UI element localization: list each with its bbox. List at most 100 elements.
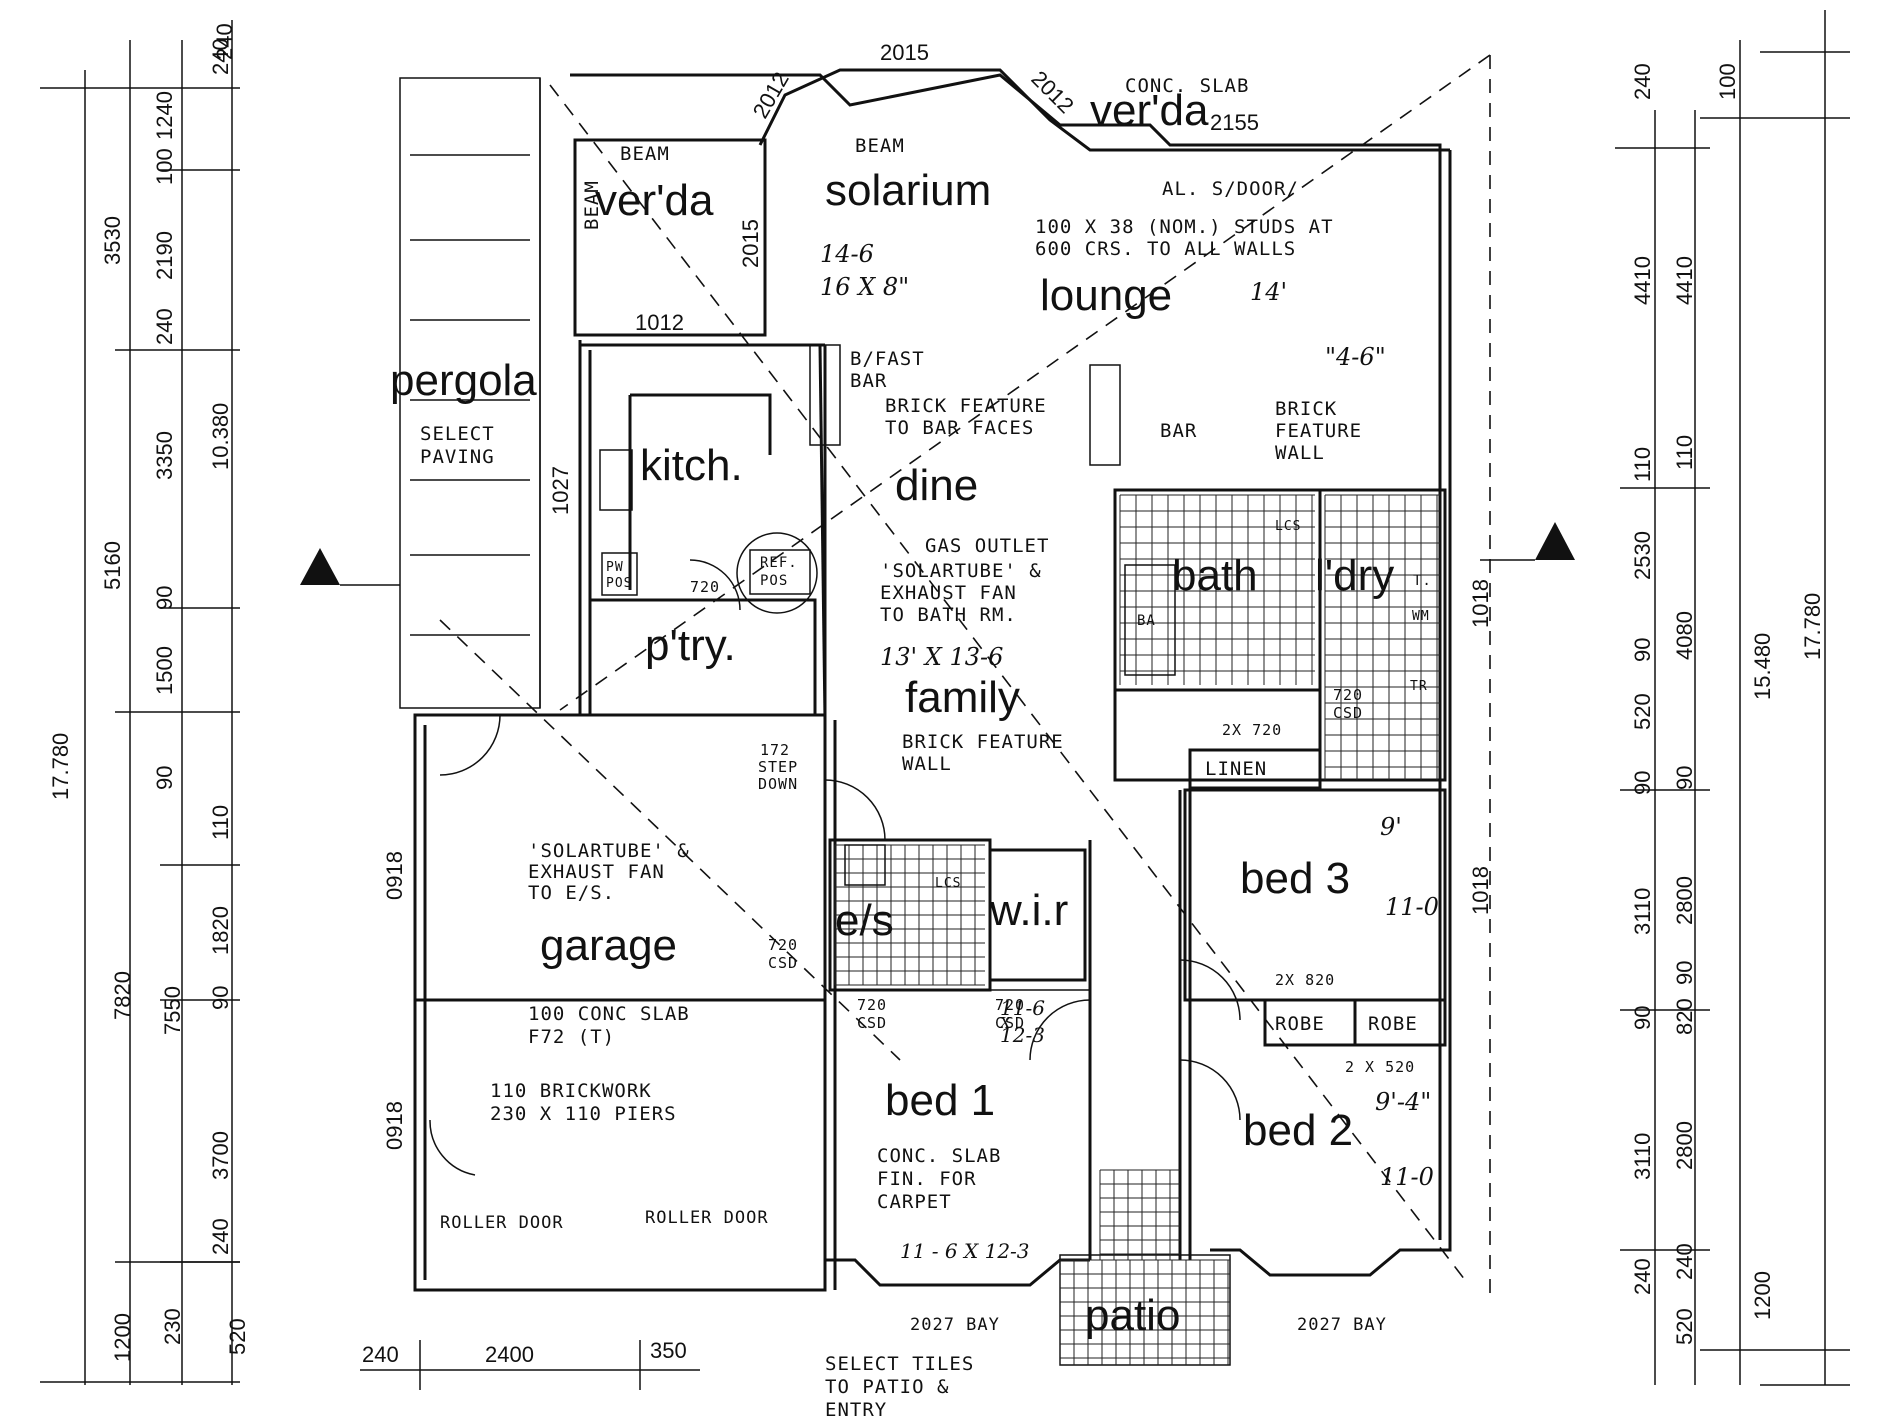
note-d2x520: 2 X 520	[1345, 1058, 1415, 1076]
note-wm: WM	[1412, 609, 1430, 624]
hand-lounge-b: 16 X 8"	[820, 273, 909, 301]
dim-right-a-3110: 3110	[1630, 888, 1655, 935]
dim-left-b-3350: 3350	[152, 431, 177, 480]
note-select-tiles-1: SELECT TILES	[825, 1353, 974, 1375]
room-label-verandah-left: ver'da	[595, 176, 714, 225]
hand-bed1-a: 11-6	[1000, 996, 1045, 1020]
dim-left-outer-17780: 17.780	[48, 733, 73, 800]
note-brick-feature-2: TO BAR FACES	[885, 417, 1034, 439]
dim-1027: 1027	[548, 466, 573, 515]
dim-right-a-2530: 2530	[1630, 531, 1655, 580]
room-label-garage: garage	[540, 921, 677, 970]
dim-left-a-3530: 3530	[100, 216, 125, 265]
note-bay-left: 2027 BAY	[910, 1315, 1000, 1335]
section-markers	[300, 522, 1575, 586]
note-ba: BA	[1137, 613, 1156, 629]
tile-grids	[834, 494, 1440, 1365]
room-label-bath: bath	[1172, 551, 1258, 600]
dim-top-2155: 2155	[1210, 110, 1259, 135]
handwritten-notes: 14-6 16 X 8" 14' "4-6" 13' X 13-6 11-6 X…	[820, 240, 1439, 1263]
note-beam-3: BEAM	[581, 180, 603, 230]
note-select-paving-1: SELECT	[420, 423, 495, 445]
dim-right-a-3110b: 3110	[1630, 1133, 1655, 1180]
note-roller-door-2: ROLLER DOOR	[645, 1208, 769, 1228]
room-label-dine: dine	[895, 461, 978, 510]
note-conc-slab-bed-2: FIN. FOR	[877, 1168, 977, 1190]
note-step-down-1: 172	[760, 741, 790, 759]
dim-left-b-2190: 2190	[152, 231, 177, 280]
hand-bed3-a: 9'	[1380, 813, 1402, 841]
note-d2x720: 2X 720	[1222, 721, 1282, 739]
room-label-laundry: l'dry	[1315, 551, 1394, 600]
dim-right-c-15480: 15.480	[1750, 633, 1775, 700]
note-bay-right: 2027 BAY	[1297, 1315, 1387, 1335]
dim-left-a-1200: 1200	[110, 1313, 135, 1362]
note-conc-slab-bed-3: CARPET	[877, 1191, 952, 1213]
note-conc-slab-garage-2: F72 (T)	[528, 1026, 615, 1048]
pergola-structure	[399, 77, 541, 709]
dim-right-b-90: 90	[1672, 766, 1697, 790]
section-marker-right-icon	[1535, 522, 1575, 560]
dim-right-b-520: 520	[1672, 1308, 1697, 1345]
dim-left-b-100: 100	[152, 148, 177, 185]
hand-bed1-c: 12-3	[1000, 1023, 1045, 1047]
note-csd-4: 720	[1333, 686, 1363, 704]
hand-bed2-b: 11-0	[1380, 1163, 1434, 1191]
note-csd-3b: CSD	[995, 1014, 1025, 1032]
dim-bottom-2400: 2400	[485, 1342, 534, 1367]
note-brickwork-1: 110 BRICKWORK	[490, 1080, 652, 1102]
dim-right-a-520: 520	[1630, 693, 1655, 730]
note-brick-feature-wall-b2: WALL	[902, 753, 952, 775]
room-label-solarium: solarium	[825, 166, 991, 215]
dim-1018-a: 1018	[1468, 579, 1493, 628]
dim-left-c-10380: 10.380	[208, 403, 233, 470]
note-gas-outlet: GAS OUTLET	[925, 535, 1049, 557]
note-solartube-es-1: 'SOLARTUBE' &	[528, 840, 690, 862]
dim-left-b-90: 90	[152, 586, 177, 610]
hand-bed3-b: 11-0	[1385, 893, 1439, 921]
note-beam-2: BEAM	[855, 135, 905, 157]
dim-left-a-7820: 7820	[110, 971, 135, 1020]
dim-left-b-7550: 7550	[160, 986, 185, 1035]
dim-left-a-5160: 5160	[100, 541, 125, 590]
dim-left-c-110: 110	[208, 805, 233, 840]
note-conc-slab-bed-1: CONC. SLAB	[877, 1145, 1001, 1167]
note-ref-pos-1: REF.	[760, 555, 798, 571]
dim-left-c-1820: 1820	[208, 906, 233, 955]
room-label-robe-left: ROBE	[1275, 1013, 1325, 1035]
dim-right-b-110: 110	[1672, 435, 1697, 470]
right-dimension-lines	[1615, 10, 1850, 1386]
dim-left-b-1500: 1500	[152, 646, 177, 695]
room-label-bed3: bed 3	[1240, 854, 1350, 903]
note-solartube-es-3: TO E/S.	[528, 882, 615, 904]
note-lcs-es: LCS	[935, 876, 961, 891]
note-t: T.	[1413, 573, 1432, 589]
dim-right-c-1200: 1200	[1750, 1271, 1775, 1320]
note-select-tiles-2: TO PATIO &	[825, 1376, 949, 1398]
note-d2x820: 2X 820	[1275, 971, 1335, 989]
hand-lounge-c: 14'	[1250, 278, 1287, 306]
hand-bed1-b: X	[999, 1014, 1012, 1032]
note-brick-feature-wall-b1: BRICK FEATURE	[902, 731, 1064, 753]
note-lcs-bath: LCS	[1275, 519, 1301, 534]
note-conc-slab-top: CONC. SLAB	[1125, 75, 1249, 97]
note-brick-feature-wall-2: FEATURE	[1275, 420, 1362, 442]
dim-right-a-240b: 240	[1630, 1258, 1655, 1295]
dim-left-b-230: 230	[160, 1308, 185, 1345]
note-csd-3: 720	[995, 996, 1025, 1014]
room-label-robe-right: ROBE	[1368, 1013, 1418, 1035]
room-label-verandah-top: ver'da	[1090, 86, 1209, 135]
dim-top-2015: 2015	[880, 40, 929, 65]
note-csd-1: 720	[768, 936, 798, 954]
dim-bottom-240: 240	[362, 1342, 399, 1367]
note-al-s-door: AL. S/DOOR/	[1162, 178, 1299, 200]
note-beam-1: BEAM	[620, 143, 670, 165]
dim-right-b-2800: 2800	[1672, 876, 1697, 925]
dim-right-b-240: 240	[1672, 1243, 1697, 1280]
annotations: CONC. SLAB BEAM BEAM BEAM AL. S/DOOR/ 10…	[420, 75, 1432, 1421]
dimension-labels: 2015 2012 2012 2155 2015 1012 1027 1018 …	[48, 23, 1825, 1367]
note-studs-1: 100 X 38 (NOM.) STUDS AT	[1035, 216, 1334, 238]
note-conc-slab-garage-1: 100 CONC SLAB	[528, 1003, 690, 1025]
dim-0918-a: 0918	[382, 851, 407, 900]
